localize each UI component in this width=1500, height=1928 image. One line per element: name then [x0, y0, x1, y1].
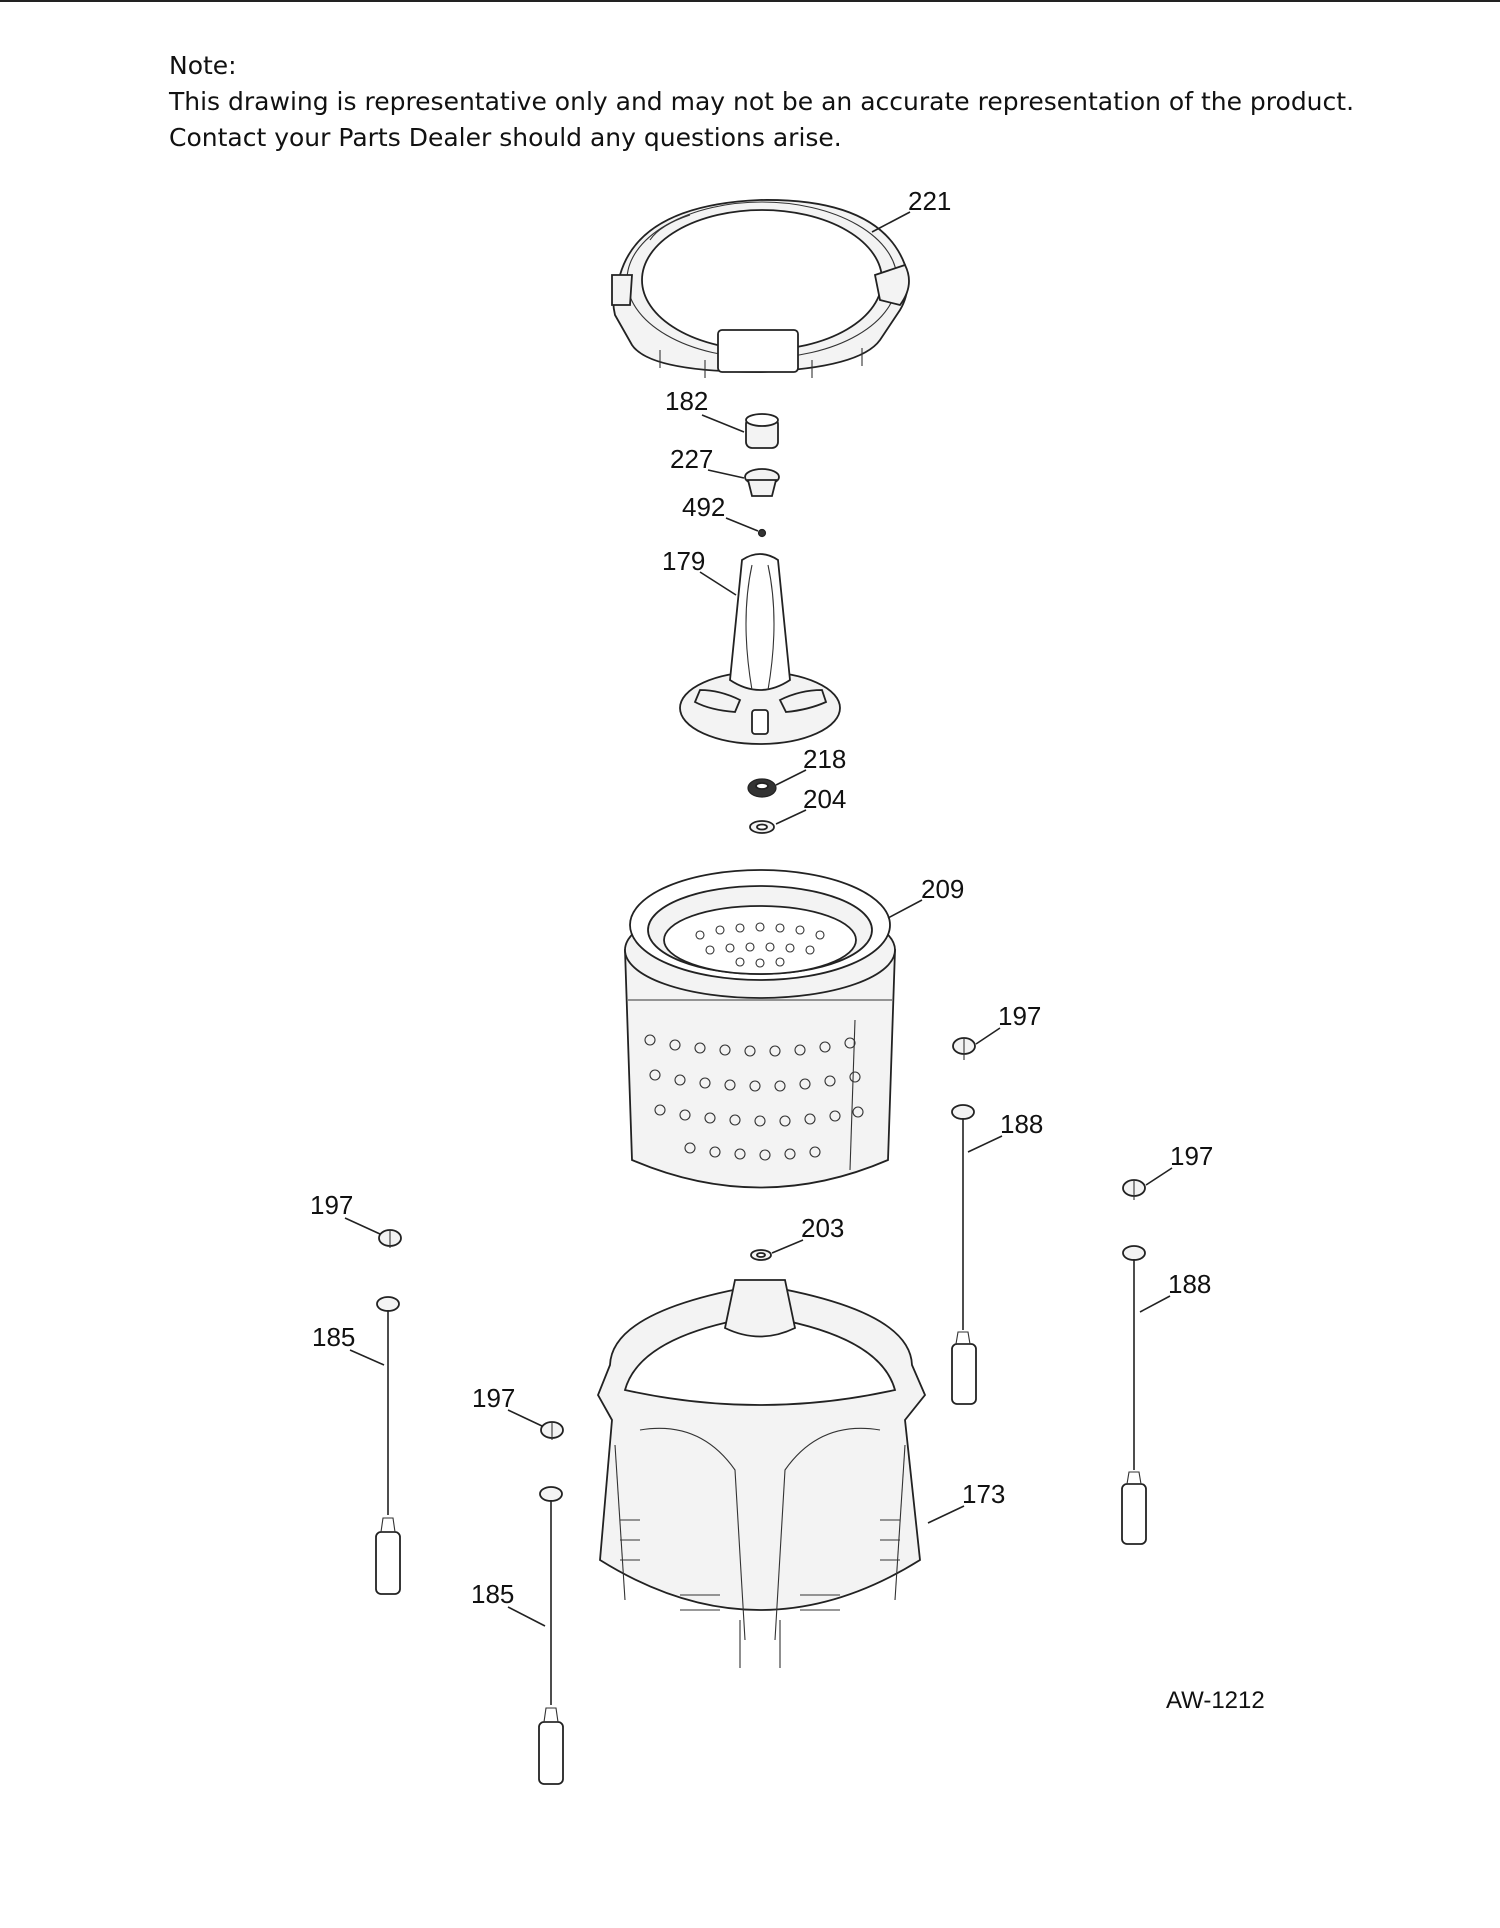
- callout-221: 221: [908, 186, 951, 216]
- leader-204: [775, 809, 807, 825]
- callout-185-left: 185: [312, 1322, 355, 1352]
- callout-218: 218: [803, 744, 846, 774]
- leader-218: [775, 769, 807, 786]
- callout-197-far-right: 197: [1170, 1141, 1213, 1171]
- callout-197-center-left: 197: [472, 1383, 515, 1413]
- leader-185-left: [349, 1349, 385, 1366]
- leader-197-right-upper: [975, 1027, 1001, 1045]
- callout-197-left: 197: [310, 1190, 353, 1220]
- part-197-grommet-far-right: [1122, 1179, 1146, 1200]
- basket-perforations: [644, 922, 864, 1161]
- leader-227: [707, 469, 745, 479]
- part-173-outer-tub: [597, 1279, 927, 1668]
- drawing-code: AW-1212: [1166, 1687, 1265, 1714]
- note-line-1: This drawing is representative only and …: [169, 87, 1355, 116]
- leader-197-far-right: [1145, 1167, 1173, 1186]
- part-203-washer: [750, 1249, 772, 1261]
- part-221-tub-ring: [611, 199, 910, 378]
- leader-188-lower: [1139, 1295, 1171, 1313]
- note-line-2: Contact your Parts Dealer should any que…: [169, 123, 842, 152]
- leader-173: [927, 1505, 965, 1524]
- note-heading: Note:: [169, 51, 237, 80]
- part-204-washer: [749, 820, 775, 834]
- callout-185-center: 185: [471, 1579, 514, 1609]
- leader-203: [771, 1239, 804, 1254]
- part-185-suspension-rod-center: [538, 1486, 564, 1785]
- leader-209: [887, 899, 923, 919]
- part-197-grommet-right-upper: [952, 1037, 976, 1060]
- part-197-grommet-center-left: [540, 1421, 564, 1440]
- leader-179: [699, 571, 737, 596]
- callout-197-right-upper: 197: [998, 1001, 1041, 1031]
- callout-188-lower: 188: [1168, 1269, 1211, 1299]
- part-185-suspension-rod-left: [375, 1296, 401, 1595]
- leader-221: [871, 211, 911, 233]
- leader-188-upper: [967, 1135, 1003, 1153]
- top-border-rule: [0, 0, 1500, 2]
- part-209-basket: [624, 869, 896, 1189]
- callout-203: 203: [801, 1213, 844, 1243]
- callout-209: 209: [921, 874, 964, 904]
- callout-182: 182: [665, 386, 708, 416]
- leader-185-center: [507, 1606, 546, 1627]
- leader-492: [725, 517, 759, 532]
- part-188-suspension-rod-lower: [1121, 1245, 1147, 1545]
- callout-227: 227: [670, 444, 713, 474]
- part-197-grommet-left: [378, 1229, 402, 1248]
- callout-204: 204: [803, 784, 846, 814]
- callout-179: 179: [662, 546, 705, 576]
- part-188-suspension-rod-upper: [951, 1104, 977, 1405]
- leader-182: [701, 414, 745, 433]
- callout-173: 173: [962, 1479, 1005, 1509]
- part-182-bushing: [745, 413, 779, 449]
- part-492-screw: [757, 528, 767, 538]
- part-227-cap: [744, 468, 780, 497]
- part-218-nut: [747, 778, 777, 798]
- disclaimer-note: Note: This drawing is representative onl…: [169, 48, 1354, 156]
- leader-197-left: [344, 1217, 381, 1235]
- callout-492: 492: [682, 492, 725, 522]
- callout-188-upper: 188: [1000, 1109, 1043, 1139]
- part-179-agitator: [679, 553, 841, 745]
- leader-197-center-left: [507, 1409, 543, 1427]
